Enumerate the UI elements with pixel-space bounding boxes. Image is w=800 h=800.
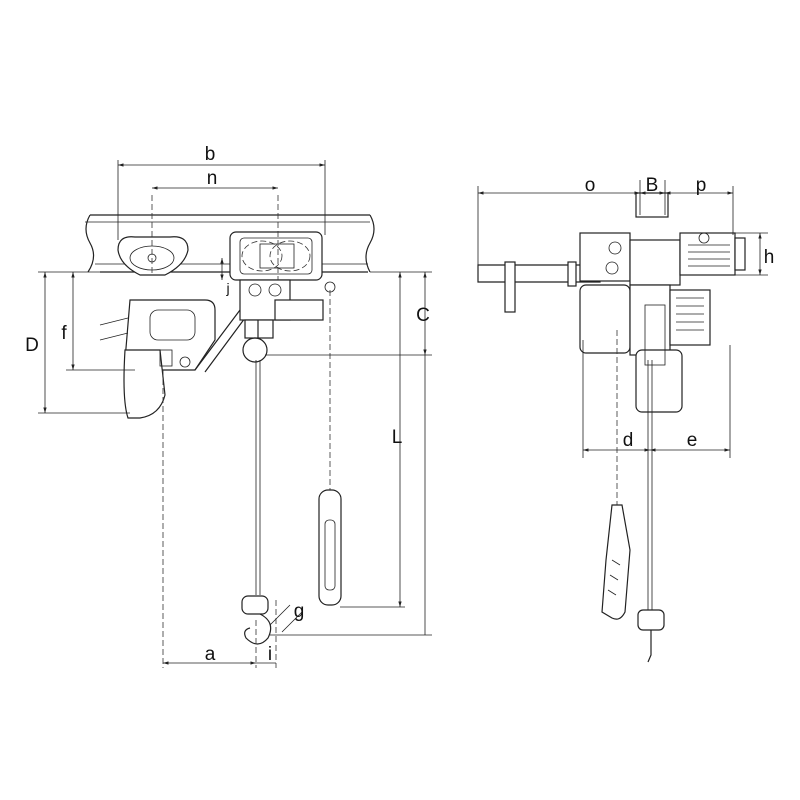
label-d: d — [623, 430, 634, 451]
trolley-wheel-left — [117, 236, 189, 276]
bottom-hook-front — [637, 609, 665, 663]
frame-plate — [194, 309, 246, 373]
label-b: b — [205, 144, 216, 165]
label-j: j — [225, 280, 229, 296]
hoist-body — [579, 284, 711, 413]
label-L: L — [392, 427, 403, 448]
label-a: a — [205, 644, 216, 665]
load-chain — [255, 360, 261, 595]
pendant-switch — [318, 281, 342, 606]
front-view: o B p h d e — [477, 175, 775, 663]
upper-hook — [242, 320, 268, 363]
label-p: p — [696, 175, 707, 196]
label-o: o — [585, 175, 596, 196]
load-chain-front — [647, 360, 653, 610]
label-n: n — [207, 168, 218, 189]
label-e: e — [687, 430, 698, 451]
label-C: C — [416, 305, 430, 326]
label-h: h — [764, 247, 775, 268]
label-D: D — [25, 335, 39, 356]
dimension-g-line — [269, 604, 303, 633]
trolley-body — [579, 232, 746, 286]
label-g: g — [294, 601, 305, 622]
beam-flange — [635, 192, 669, 218]
bottom-hook — [241, 595, 272, 645]
trolley-wheel-right — [229, 231, 323, 281]
label-B: B — [646, 175, 659, 196]
trolley-arm — [477, 261, 601, 313]
hoist-motor — [99, 299, 216, 419]
label-f: f — [61, 323, 67, 344]
label-i: i — [268, 644, 272, 665]
pendant-switch-front — [601, 504, 631, 620]
gear-housing — [239, 279, 324, 339]
side-view: b n D f C L a i g j — [25, 144, 432, 668]
